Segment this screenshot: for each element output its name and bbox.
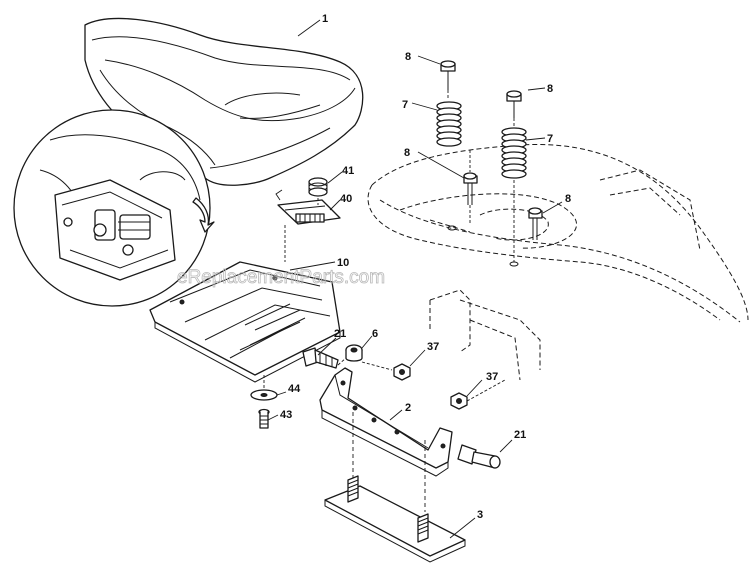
fender-bracket [429, 289, 541, 381]
callout-1: 1 [322, 13, 328, 25]
callout-7-left: 7 [402, 99, 408, 111]
callout-37-lower: 37 [486, 371, 498, 383]
callout-44: 44 [288, 383, 301, 395]
bolt-21-left [302, 347, 339, 369]
callout-labels: 1 8 7 8 7 8 8 41 40 10 21 6 37 37 44 43 … [280, 13, 571, 521]
nut-37-upper [393, 363, 411, 381]
callout-10: 10 [337, 257, 349, 269]
detail-magnifier [13, 109, 215, 307]
bolt-8-top-right [506, 90, 522, 128]
callout-8-mid-left: 8 [404, 147, 410, 159]
callout-8-top-left: 8 [405, 51, 411, 63]
callout-7-right: 7 [547, 133, 553, 145]
callout-3: 3 [477, 509, 483, 521]
bolt-43 [258, 408, 270, 429]
callout-2: 2 [405, 402, 411, 414]
nut-6 [345, 344, 363, 362]
callout-leaders [267, 19, 563, 539]
bolt-8-mid-left [447, 150, 478, 231]
bolt-8-mid-right [509, 180, 543, 267]
callout-21-right: 21 [514, 429, 526, 441]
spring-41 [308, 177, 328, 197]
callout-37-upper: 37 [427, 341, 439, 353]
seat-plate-10 [149, 261, 341, 383]
bracket-2 [319, 367, 453, 477]
washer-44 [250, 389, 278, 401]
spring-7-right [501, 127, 527, 179]
watermark-text: eReplacementParts.com [177, 267, 385, 288]
fender-outline [367, 143, 749, 323]
callout-43: 43 [280, 409, 292, 421]
alignment-lines [263, 198, 506, 512]
bolt-8-top-left [440, 60, 456, 100]
bolt-21-right [457, 444, 501, 469]
callout-6: 6 [372, 328, 378, 340]
callout-8-mid-right: 8 [565, 193, 571, 205]
spring-7-left [436, 101, 462, 147]
callout-8-top-right: 8 [547, 83, 553, 95]
callout-41: 41 [342, 165, 354, 177]
callout-40: 40 [340, 193, 352, 205]
latch-40 [275, 189, 341, 225]
callout-21-left: 21 [334, 328, 346, 340]
nut-37-lower [450, 392, 468, 410]
plate-3 [324, 475, 466, 563]
